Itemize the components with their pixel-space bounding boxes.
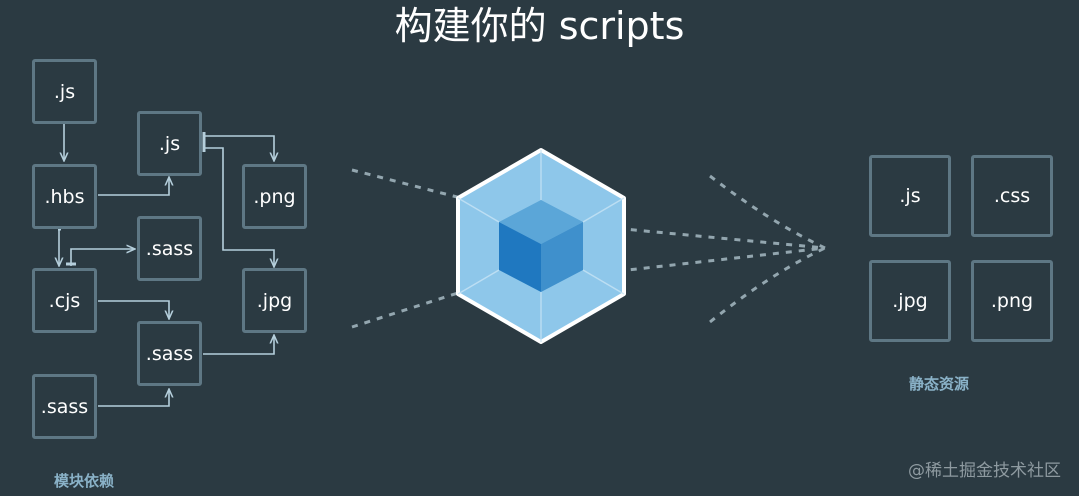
assets-caption: 静态资源 (909, 375, 970, 393)
module-cjs-box: .cjs (32, 268, 97, 333)
module-hbs-label: .hbs (44, 185, 85, 208)
asset-png-box: .png (971, 260, 1053, 342)
module-jpg-label: .jpg (256, 289, 293, 312)
asset-js-box: .js (869, 155, 951, 237)
page-title: 构建你的 scripts (394, 4, 685, 48)
arrow-sass2-to-jpg (203, 336, 274, 355)
module-sass-label: .sass (145, 237, 194, 260)
dashed-curve-top (709, 174, 826, 250)
watermark: @稀土掘金技术社区 (908, 461, 1061, 481)
module-jpg-box: .jpg (242, 268, 307, 333)
arrow-js-to-png (205, 135, 274, 160)
asset-css-box: .css (971, 155, 1053, 237)
dashed-line-out-bottom (591, 246, 826, 276)
dashed-line-in-bottom (351, 290, 462, 329)
module-png-label: .png (253, 185, 296, 208)
asset-js-label: .js (899, 185, 921, 207)
module-js-box: .js (32, 59, 97, 124)
modules-caption: 模块依赖 (54, 472, 115, 490)
asset-jpg-label: .jpg (892, 290, 928, 312)
asset-jpg-box: .jpg (869, 260, 951, 342)
module-sass3-label: .sass (40, 395, 89, 418)
module-js-label: .js (53, 80, 76, 103)
module-cjs-label: .cjs (48, 289, 81, 312)
module-sass3-box: .sass (32, 374, 97, 439)
module-sass-box: .sass (137, 216, 202, 281)
arrow-cjs-to-sass (70, 249, 134, 266)
dashed-curve-bottom (709, 246, 826, 324)
webpack-logo (456, 148, 626, 344)
dashed-line-out-top (591, 224, 826, 250)
module-sass2-label: .sass (145, 342, 194, 365)
module-js2-box: .js (137, 111, 202, 176)
arrow-js-to-jpg (205, 147, 274, 266)
arrow-hbs-to-js (98, 178, 169, 196)
asset-png-label: .png (990, 290, 1034, 312)
dashed-line-in-top (351, 168, 462, 200)
arrow-cjs-to-sass2 (98, 300, 169, 318)
module-sass2-box: .sass (137, 321, 202, 386)
module-hbs-box: .hbs (32, 164, 97, 229)
asset-css-label: .css (993, 185, 1031, 207)
module-png-box: .png (242, 164, 307, 229)
arrow-sass3-to-sass2 (98, 390, 169, 407)
module-js2-label: .js (158, 132, 181, 155)
